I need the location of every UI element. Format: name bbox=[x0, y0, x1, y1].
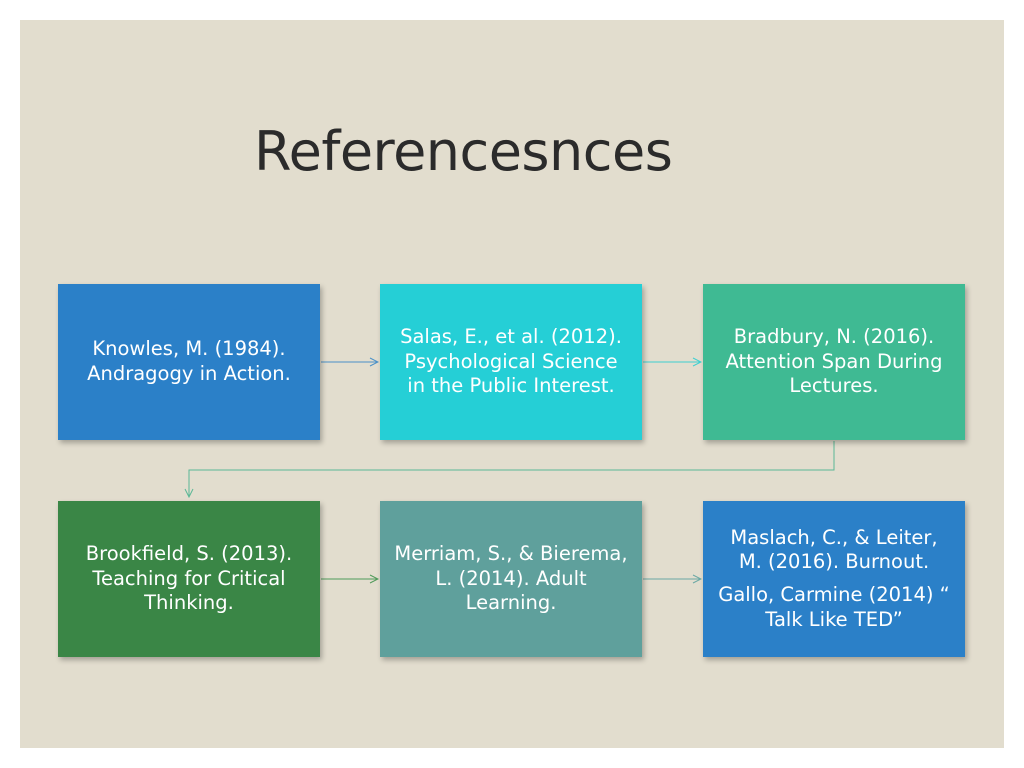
slide-title: Referencesnces bbox=[254, 120, 673, 183]
reference-text: Bradbury, N. (2016). Attention Span Duri… bbox=[725, 324, 943, 398]
reference-box-bradbury: Bradbury, N. (2016). Attention Span Duri… bbox=[703, 284, 965, 440]
reference-text: Brookfield, S. (2013). Teaching for Crit… bbox=[85, 541, 293, 615]
reference-box-merriam: Merriam, S., & Bierema, L. (2014). Adult… bbox=[380, 501, 642, 657]
reference-text: Gallo, Carmine (2014) “ Talk Like TED” bbox=[718, 583, 950, 631]
reference-box-brookfield: Brookfield, S. (2013). Teaching for Crit… bbox=[58, 501, 320, 657]
reference-text: Maslach, C., & Leiter, M. (2016). Burnou… bbox=[730, 525, 938, 574]
reference-text: Merriam, S., & Bierema, L. (2014). Adult… bbox=[394, 541, 628, 615]
arrow-3-to-4 bbox=[189, 441, 835, 497]
reference-text: Knowles, M. (1984). Andragogy in Action. bbox=[87, 337, 291, 385]
reference-box-knowles: Knowles, M. (1984). Andragogy in Action. bbox=[58, 284, 320, 440]
slide: Referencesnces Knowles, M. (1984). bbox=[20, 20, 1004, 748]
reference-text: Salas, E., et al. (2012). Psychological … bbox=[400, 324, 622, 398]
reference-box-maslach-gallo: Maslach, C., & Leiter, M. (2016). Burnou… bbox=[703, 501, 965, 657]
reference-box-salas: Salas, E., et al. (2012). Psychological … bbox=[380, 284, 642, 440]
